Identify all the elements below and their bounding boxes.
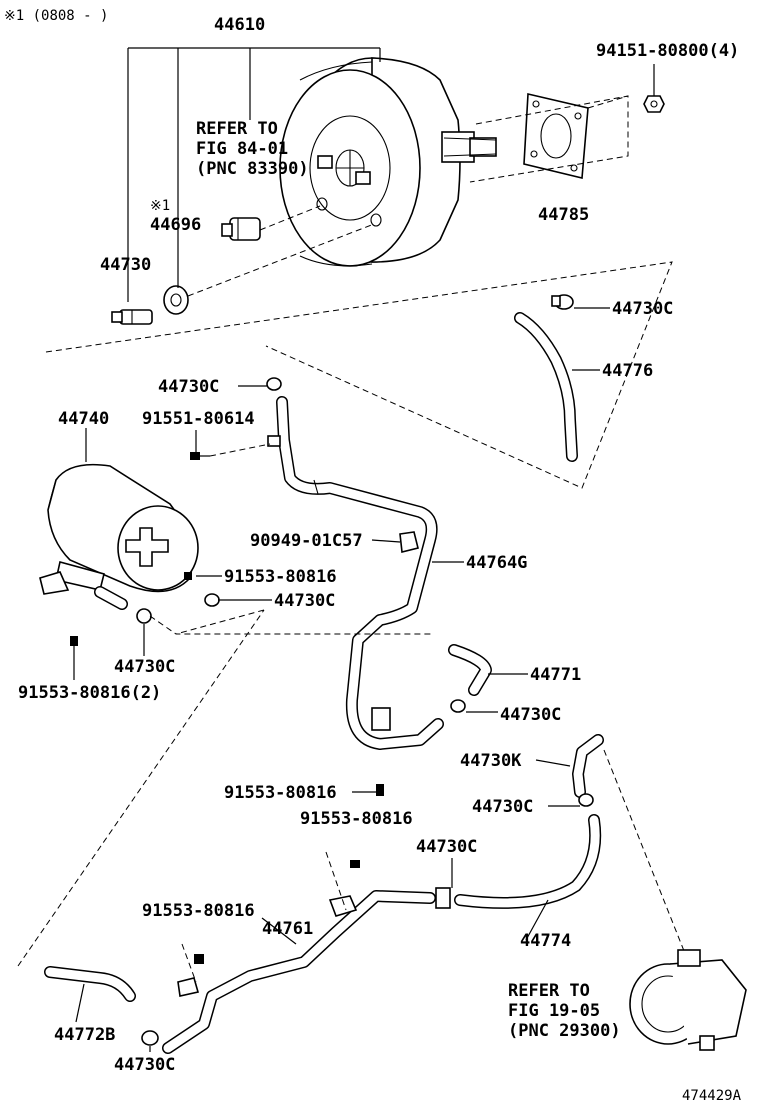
label-44730c-2: 44730C [158, 377, 219, 397]
bolt-b2 [70, 636, 78, 646]
label-91553-3: 91553-80816 [224, 783, 337, 803]
label-44785: 44785 [538, 205, 589, 225]
label-44776: 44776 [602, 361, 653, 381]
hose-44761 [162, 887, 451, 1054]
hose-44730k [572, 734, 604, 798]
hose-44776 [514, 312, 578, 462]
bolt-91551 [190, 452, 210, 460]
label-44730c-7: 44730C [416, 837, 477, 857]
label-44761: 44761 [262, 919, 313, 939]
label-refer1-b: FIG 84-01 [196, 139, 288, 159]
label-44730c-4: 44730C [114, 657, 175, 677]
label-44610: 44610 [214, 15, 265, 35]
label-91553-2: 91553-80816(2) [18, 683, 161, 703]
label-44771: 44771 [530, 665, 581, 685]
clamp-c6 [578, 793, 594, 807]
label-44730c-1: 44730C [612, 299, 673, 319]
label-44772b: 44772B [54, 1025, 115, 1045]
label-44730: 44730 [100, 255, 151, 275]
label-refer2-c: (PNC 29300) [508, 1021, 621, 1041]
bolt-b3 [376, 784, 384, 796]
hose-44772b [44, 966, 136, 1002]
label-mark1: ※1 [150, 198, 170, 214]
label-44764g: 44764G [466, 553, 527, 573]
label-refer1-c: (PNC 83390) [196, 159, 309, 179]
label-44696: 44696 [150, 215, 201, 235]
nut-94151 [643, 95, 665, 113]
label-refer2-b: FIG 19-05 [508, 1001, 600, 1021]
vacuum-pump [629, 949, 747, 1051]
clamp-c2 [266, 377, 282, 391]
hose-44771 [448, 644, 492, 696]
check-valve-44696 [221, 217, 261, 241]
label-44730c-8: 44730C [114, 1055, 175, 1075]
gasket-44785 [523, 93, 589, 179]
label-44740: 44740 [58, 409, 109, 429]
label-44730k: 44730K [460, 751, 522, 771]
label-91553-4: 91553-80816 [300, 809, 413, 829]
bolt-b4 [350, 860, 360, 868]
label-90949: 90949-01C57 [250, 531, 363, 551]
clamp-c4 [136, 608, 152, 624]
grommet [163, 285, 189, 315]
label-refer2-a: REFER TO [508, 981, 590, 1001]
label-refer1-a: REFER TO [196, 119, 278, 139]
label-44730c-6: 44730C [472, 797, 533, 817]
union-44730 [111, 309, 153, 325]
label-91553-1: 91553-80816 [224, 567, 337, 587]
clamp-c5 [450, 699, 466, 713]
clamp-c3 [204, 593, 220, 607]
label-94151: 94151-80800(4) [596, 41, 739, 61]
label-44730c-3: 44730C [274, 591, 335, 611]
note-text: ※1 (0808 - ) [4, 8, 108, 24]
hose-44774 [454, 814, 602, 909]
label-44730c-5: 44730C [500, 705, 561, 725]
clamp-c8 [141, 1030, 159, 1046]
label-91553-5: 91553-80816 [142, 901, 255, 921]
hose-44764g [267, 396, 444, 750]
clamp-c1 [551, 294, 574, 310]
canister-tube [94, 586, 128, 610]
canister-44740 [39, 463, 199, 595]
bolt-b5 [194, 954, 204, 964]
label-44774: 44774 [520, 931, 571, 951]
bolt-b1 [184, 572, 192, 580]
figure-code: 474429A [682, 1088, 742, 1104]
label-91551: 91551-80614 [142, 409, 255, 429]
brake-booster [279, 57, 497, 267]
clip-90949 [399, 531, 419, 553]
